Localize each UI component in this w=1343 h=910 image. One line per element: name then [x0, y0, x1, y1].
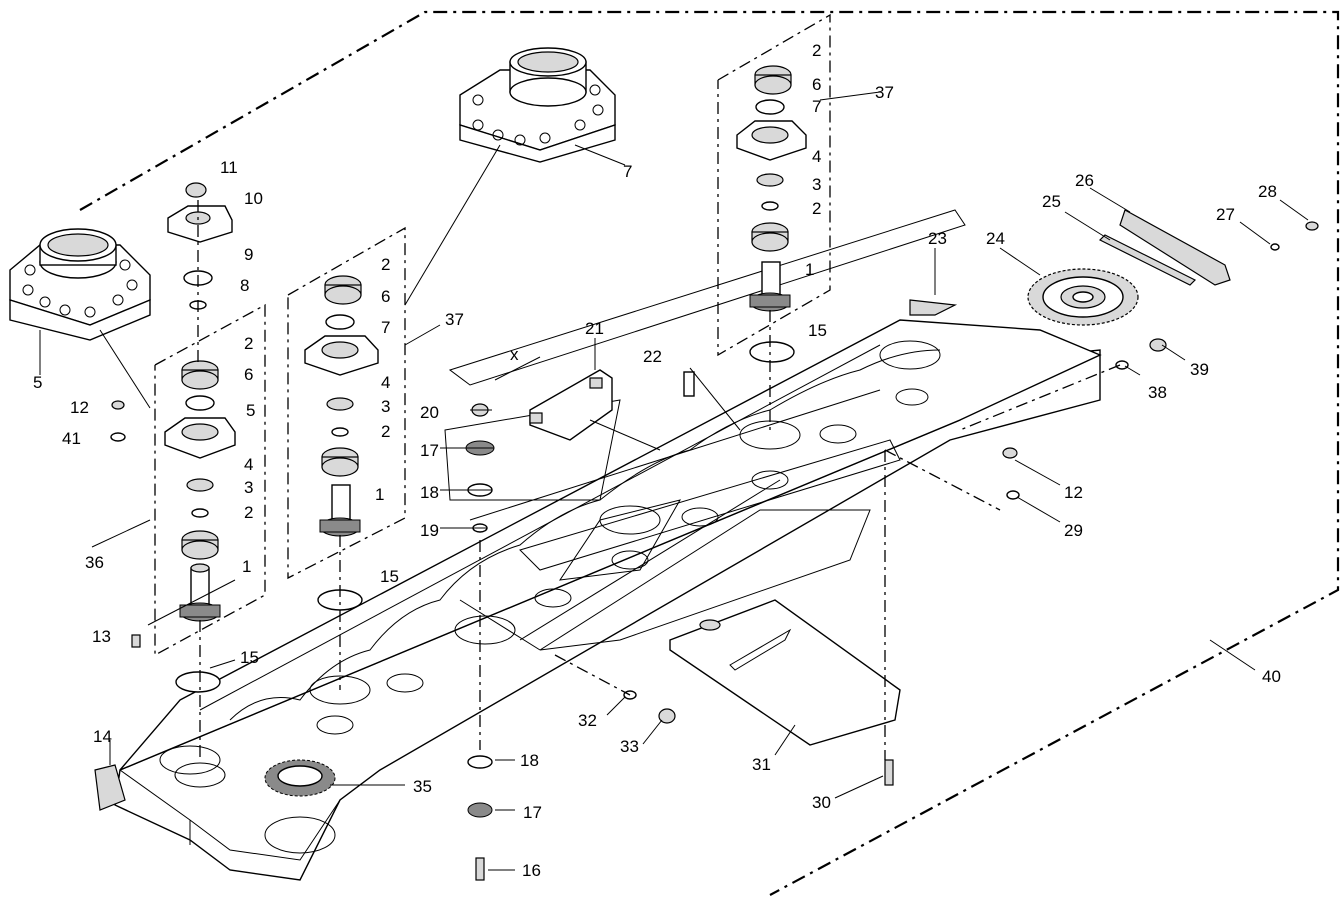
shaft-assembly-37-right: [717, 13, 831, 363]
bottom-plate-31: [669, 599, 901, 746]
assembly-boundary-40: [79, 10, 1340, 896]
callout-37: 37: [875, 83, 894, 102]
callout-7: 7: [812, 97, 821, 116]
callout-23: 23: [928, 229, 947, 248]
callout-6: 6: [381, 287, 390, 306]
callout-39: 39: [1190, 360, 1209, 379]
callout-14: 14: [93, 727, 112, 746]
cutter-bar-body: [114, 319, 1102, 881]
callout-18: 18: [420, 483, 439, 502]
callout-28: 28: [1258, 182, 1277, 201]
callout-21: 21: [585, 319, 604, 338]
callout-35: 35: [413, 777, 432, 796]
callout-2: 2: [244, 503, 253, 522]
callout-4: 4: [381, 373, 390, 392]
skid-14: [94, 764, 126, 811]
callout-12: 12: [1064, 483, 1083, 502]
callout-7: 7: [381, 318, 390, 337]
callout-3: 3: [381, 397, 390, 416]
callout-3: 3: [244, 478, 253, 497]
callout-16: 16: [522, 861, 541, 880]
callout-11: 11: [220, 158, 238, 177]
gear-35: [264, 759, 336, 797]
callout-1: 1: [805, 260, 814, 279]
callout-8: 8: [240, 276, 249, 295]
cover-frames: [444, 209, 966, 651]
callout-36: 36: [85, 553, 104, 572]
bearing-housing-5-left: [9, 228, 151, 341]
plate-25-26: [1098, 209, 1231, 286]
callout-5: 5: [33, 373, 42, 392]
callout-2: 2: [812, 199, 821, 218]
callout-17: 17: [420, 441, 439, 460]
callout-4: 4: [244, 455, 253, 474]
shaft-assembly-36: [131, 182, 266, 693]
callout-25: 25: [1042, 192, 1061, 211]
callout-29: 29: [1064, 521, 1083, 540]
callout-7: 7: [623, 162, 632, 181]
callout-15: 15: [380, 567, 399, 586]
gear-24: [1027, 268, 1139, 326]
callout-33: 33: [620, 737, 639, 756]
callout-2: 2: [381, 422, 390, 441]
fasteners: [110, 221, 1319, 881]
callout-9: 9: [244, 245, 253, 264]
callout-3: 3: [812, 175, 821, 194]
callout-labels: 11 10 9 8 5 12 41 2 6 5 4 3 2 1 13 36 15…: [33, 41, 1281, 880]
callout-2: 2: [381, 255, 390, 274]
callout-12: 12: [70, 398, 89, 417]
callout-13: 13: [92, 627, 111, 646]
callout-38: 38: [1148, 383, 1167, 402]
callout-27: 27: [1216, 205, 1235, 224]
callout-17: 17: [523, 803, 542, 822]
callout-18: 18: [520, 751, 539, 770]
callout-1: 1: [375, 485, 384, 504]
callout-2: 2: [244, 334, 253, 353]
callout-24: 24: [986, 229, 1005, 248]
callout-2: 2: [812, 41, 821, 60]
callout-5: 5: [246, 401, 255, 420]
callout-22: 22: [643, 347, 662, 366]
callout-20: 20: [420, 403, 439, 422]
callout-37: 37: [445, 310, 464, 329]
callout-40: 40: [1262, 667, 1281, 686]
callout-1: 1: [242, 557, 251, 576]
callout-30: 30: [812, 793, 831, 812]
callout-6: 6: [812, 75, 821, 94]
callout-10: 10: [244, 189, 263, 208]
callout-6: 6: [244, 365, 253, 384]
callout-26: 26: [1075, 171, 1094, 190]
callout-15: 15: [808, 321, 827, 340]
callout-41: 41: [62, 429, 81, 448]
shaft-assembly-37-middle: [287, 226, 406, 611]
callout-32: 32: [578, 711, 597, 730]
callout-31: 31: [752, 755, 771, 774]
leader-lines: [39, 91, 1309, 871]
dimension-x-label: x: [510, 345, 519, 364]
callout-19: 19: [420, 521, 439, 540]
callout-4: 4: [812, 147, 821, 166]
bearing-housing-7-top: [459, 47, 616, 163]
callout-15: 15: [240, 648, 259, 667]
